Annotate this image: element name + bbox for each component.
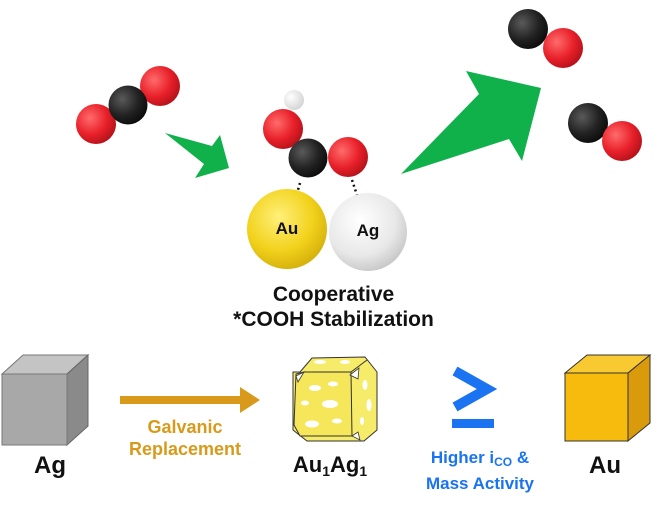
green-arrow-small <box>165 133 229 178</box>
alloy-nanocage <box>292 356 378 442</box>
cooh-intermediate <box>263 90 368 178</box>
silver-atom <box>329 193 407 271</box>
gold-cube <box>563 353 652 443</box>
oxygen-atom <box>263 109 303 149</box>
gold-atom-label: Au <box>275 219 299 238</box>
greater-equal-icon <box>452 366 498 428</box>
alloy-au-subscript: 1 <box>322 463 330 479</box>
alloy-ag-subscript: 1 <box>359 463 368 479</box>
carbon-atom <box>508 9 548 49</box>
co-molecule <box>568 103 642 161</box>
galvanic-arrow <box>120 387 260 413</box>
co-molecule <box>508 9 583 68</box>
hydrogen-atom <box>284 90 304 110</box>
carbon-atom <box>108 85 148 125</box>
co2-molecule <box>76 66 180 144</box>
silver-atom-label: Ag <box>356 221 380 240</box>
ampersand-text: & <box>512 448 530 467</box>
oxygen-atom <box>602 121 642 161</box>
galvanic-line-1: Galvanic <box>147 417 223 437</box>
title-line-2: *COOH Stabilization <box>233 308 434 331</box>
alloy-au: Au <box>292 452 323 477</box>
higher-text: Higher i <box>430 448 495 467</box>
galvanic-replacement-label: Galvanic Replacement <box>100 416 270 460</box>
alloy-ag: Ag <box>330 452 360 477</box>
diagram-title: Cooperative *COOH Stabilization <box>190 282 477 332</box>
silver-cube <box>0 353 90 447</box>
co-subscript: CO <box>494 455 513 469</box>
green-arrow-large <box>401 71 541 174</box>
silver-cube-label: Ag <box>34 452 66 479</box>
oxygen-atom <box>76 104 116 144</box>
oxygen-atom <box>140 66 180 106</box>
alloy-label: Au1Ag1 <box>270 452 390 479</box>
oxygen-atom <box>328 137 368 177</box>
higher-activity-label: Higher iCO & Mass Activity <box>405 447 555 495</box>
gold-atom <box>247 189 327 269</box>
higher-ico-line: Higher iCO & <box>405 447 555 473</box>
galvanic-line-2: Replacement <box>128 439 242 459</box>
carbon-atom <box>568 103 608 143</box>
mass-activity-line: Mass Activity <box>425 474 535 493</box>
carbon-atom <box>288 138 328 178</box>
gold-cube-label: Au <box>589 452 621 479</box>
oxygen-atom <box>543 28 583 68</box>
title-line-1: Cooperative <box>272 283 395 306</box>
